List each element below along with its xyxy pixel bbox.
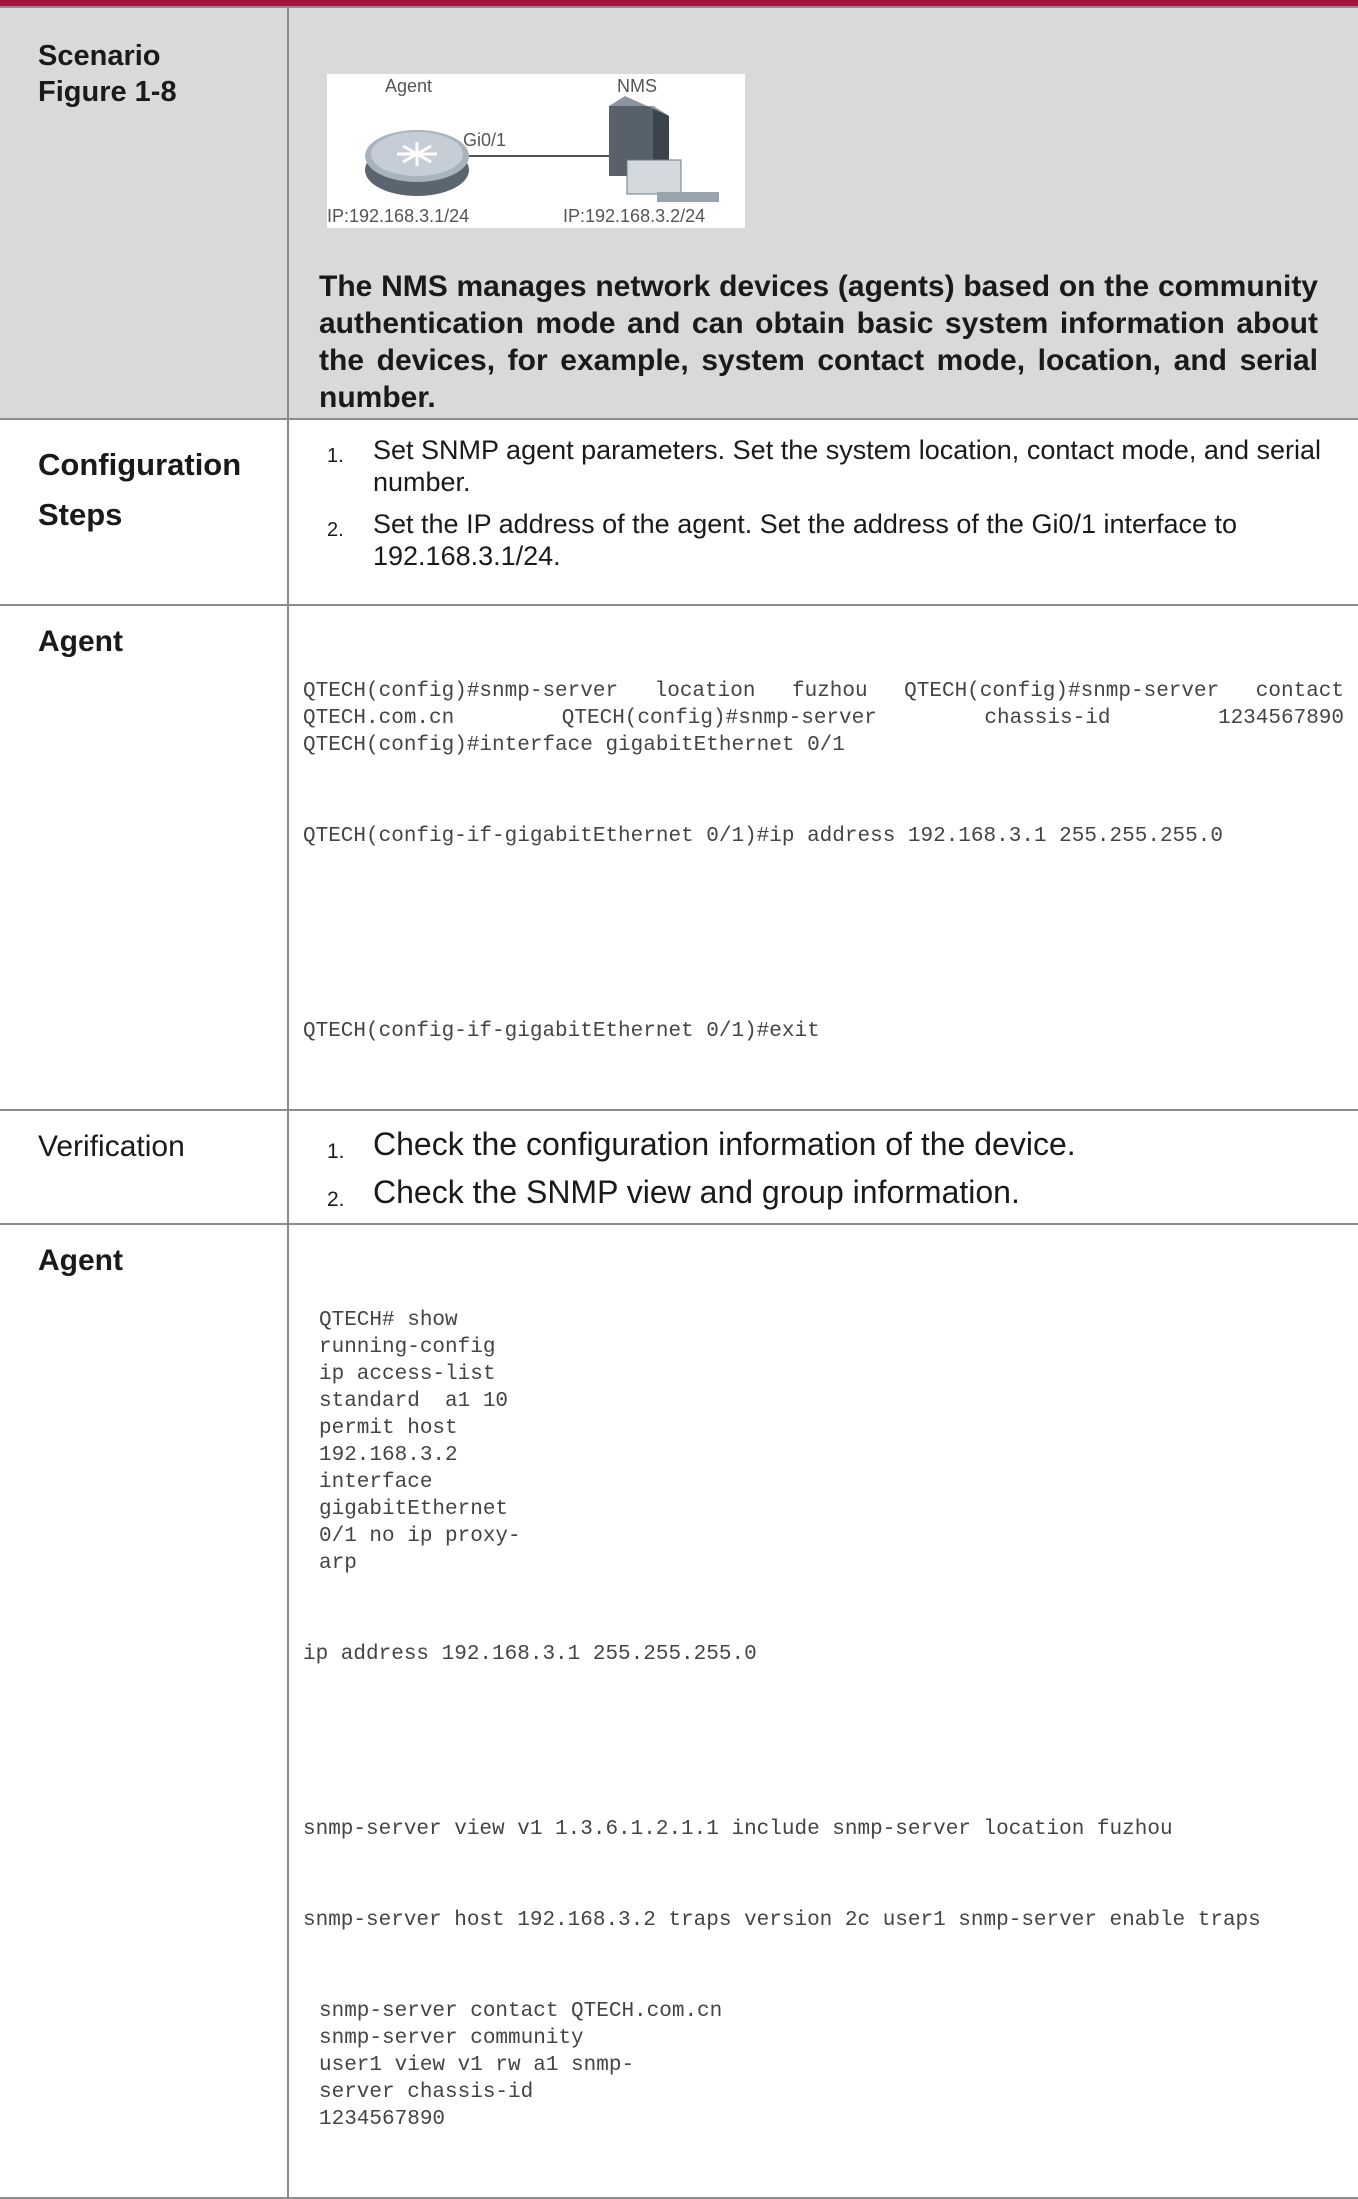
scenario-content-cell: Agent NMS Gi0/1 [287, 6, 1358, 420]
code-gap [303, 914, 1344, 964]
topology-figure: Agent NMS Gi0/1 [327, 74, 745, 228]
verification-list: 1. Check the configuration information o… [289, 1111, 1358, 1215]
agent-show-label: Agent [38, 1244, 123, 1277]
agent-config-content-cell: QTECH(config)#snmp-server location fuzho… [287, 604, 1358, 1111]
server-icon [609, 96, 719, 202]
verification-item: 2. Check the SNMP view and group informa… [327, 1169, 1328, 1215]
code-line: snmp-server view v1 1.3.6.1.2.1.1 includ… [303, 1818, 1173, 1841]
config-step-text: Set SNMP agent parameters. Set the syste… [373, 435, 1321, 497]
agent-config-row: Agent QTECH(config)#snmp-server location… [0, 604, 1358, 1111]
config-steps-list: 1. Set SNMP agent parameters. Set the sy… [289, 420, 1358, 572]
figure-nms-ip: IP:192.168.3.2/24 [563, 206, 706, 226]
config-steps-row: Configuration Steps 1. Set SNMP agent pa… [0, 418, 1358, 606]
scenario-label-cell: Scenario Figure 1-8 [0, 6, 289, 420]
code-line: ip address 192.168.3.1 255.255.255.0 [303, 1643, 757, 1666]
verification-number: 1. [327, 1140, 345, 1163]
code-gap [303, 1732, 1344, 1762]
config-steps-label-line2: Steps [38, 497, 123, 532]
config-steps-label-cell: Configuration Steps [0, 418, 289, 606]
figure-nms-label: NMS [617, 76, 657, 96]
verification-number: 2. [327, 1188, 345, 1211]
config-steps-label: Configuration Steps [0, 420, 287, 540]
agent-config-label-cell: Agent [0, 604, 289, 1111]
agent-show-code: QTECH# show running-config ip access-lis… [289, 1225, 1358, 2197]
config-step-item: 1. Set SNMP agent parameters. Set the sy… [327, 434, 1328, 498]
config-step-item: 2. Set the IP address of the agent. Set … [327, 508, 1328, 572]
agent-show-content-cell: QTECH# show running-config ip access-lis… [287, 1223, 1358, 2199]
verification-text: Check the SNMP view and group informatio… [373, 1174, 1020, 1210]
verification-row: Verification 1. Check the configuration … [0, 1109, 1358, 1225]
code-line: QTECH(config)#snmp-server location fuzho… [303, 680, 1357, 757]
figure-agent-ip: IP:192.168.3.1/24 [327, 206, 470, 226]
topology-diagram [365, 96, 719, 202]
switch-icon [365, 130, 469, 196]
code-line: snmp-server host 192.168.3.2 traps versi… [303, 1909, 1261, 1932]
config-steps-label-line1: Configuration [38, 447, 242, 482]
config-steps-content-cell: 1. Set SNMP agent parameters. Set the sy… [287, 418, 1358, 606]
verification-label: Verification [38, 1130, 185, 1163]
verification-label-cell: Verification [0, 1109, 289, 1225]
verification-content-cell: 1. Check the configuration information o… [287, 1109, 1358, 1225]
agent-config-code: QTECH(config)#snmp-server location fuzho… [289, 606, 1358, 1109]
agent-show-row: Agent QTECH# show running-config ip acce… [0, 1223, 1358, 2199]
agent-config-label: Agent [38, 625, 123, 658]
config-step-number: 2. [327, 519, 344, 541]
scenario-label-line1: Scenario [38, 40, 161, 72]
scenario-label-line2: Figure 1-8 [38, 76, 177, 108]
code-block: snmp-server contact QTECH.com.cn snmp-se… [319, 2000, 723, 2131]
code-line: QTECH(config-if-gigabitEthernet 0/1)#ip … [303, 825, 1223, 848]
top-accent-bar [0, 0, 1358, 6]
scenario-row: Scenario Figure 1-8 Agent NMS Gi0/1 [0, 6, 1358, 420]
figure-link-label: Gi0/1 [463, 130, 507, 150]
config-step-number: 1. [327, 445, 344, 467]
config-step-text: Set the IP address of the agent. Set the… [373, 509, 1238, 571]
code-line: QTECH(config-if-gigabitEthernet 0/1)#exi… [303, 1020, 820, 1043]
verification-item: 1. Check the configuration information o… [327, 1121, 1328, 1167]
agent-show-label-cell: Agent [0, 1223, 289, 2199]
figure-agent-label: Agent [385, 76, 433, 96]
scenario-label: Scenario Figure 1-8 [0, 8, 287, 110]
scenario-description: The NMS manages network devices (agents)… [319, 270, 1318, 414]
code-block: QTECH# show running-config ip access-lis… [319, 1309, 521, 1575]
document-table: Scenario Figure 1-8 Agent NMS Gi0/1 [0, 6, 1358, 2199]
verification-text: Check the configuration information of t… [373, 1126, 1076, 1162]
